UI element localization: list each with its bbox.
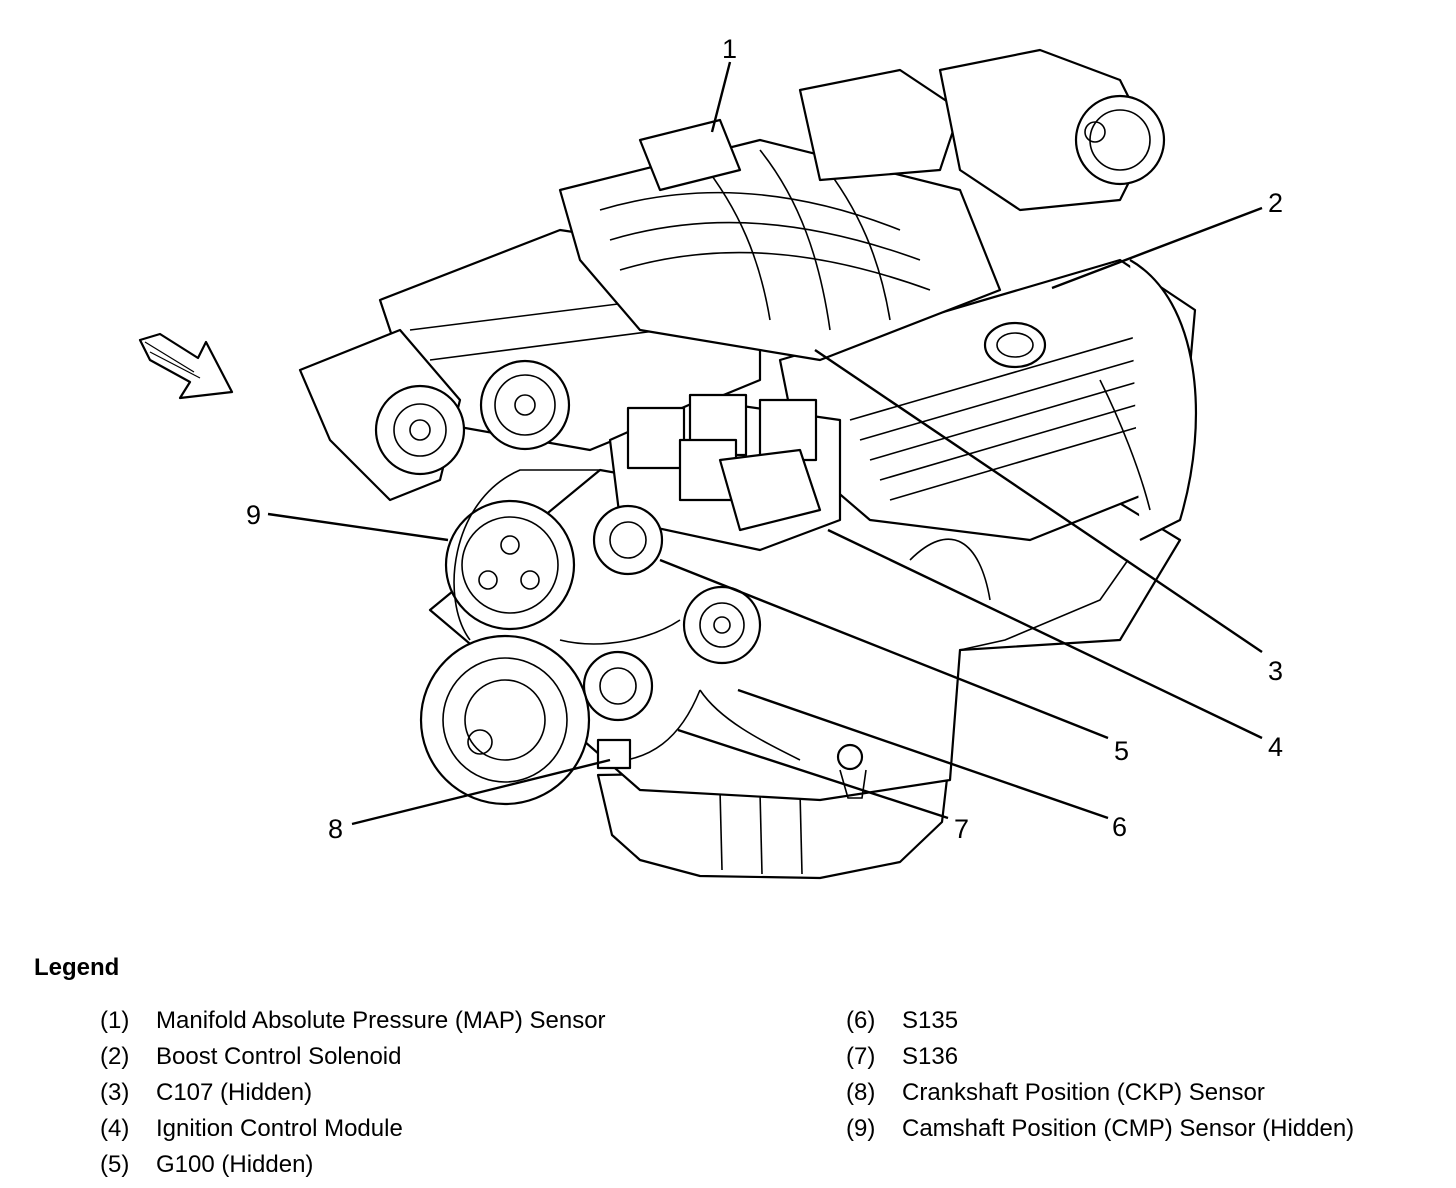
legend-key: (6) [846, 1007, 876, 1034]
callout-2: 2 [1268, 188, 1283, 218]
legend-item: (6) S135 [846, 1006, 1354, 1042]
callout-numbers: 1 2 3 4 5 6 7 8 9 [246, 34, 1283, 844]
leader-4 [827, 528, 1263, 740]
leader-2 [1051, 206, 1263, 290]
leader-1 [710, 61, 732, 133]
leader-9 [267, 512, 449, 542]
callout-8: 8 [328, 814, 343, 844]
legend-item: (9) Camshaft Position (CMP) Sensor (Hidd… [846, 1114, 1354, 1150]
legend-item: (8) Crankshaft Position (CKP) Sensor [846, 1078, 1354, 1114]
leader-6 [737, 688, 1109, 820]
legend-key: (4) [100, 1115, 130, 1142]
legend-text: Manifold Absolute Pressure (MAP) Sensor [156, 1007, 606, 1034]
legend-item: (2) Boost Control Solenoid [100, 1042, 606, 1078]
legend-key: (8) [846, 1079, 876, 1106]
legend-text: Camshaft Position (CMP) Sensor (Hidden) [902, 1115, 1355, 1142]
front-direction-arrow-icon [138, 332, 234, 400]
legend-item: (3) C107 (Hidden) [100, 1078, 606, 1114]
legend-column-left: (1) Manifold Absolute Pressure (MAP) Sen… [100, 1006, 606, 1186]
engine-illustration [298, 48, 1198, 880]
leader-5 [659, 558, 1109, 740]
legend-text: G100 (Hidden) [156, 1151, 314, 1178]
leader-3 [814, 349, 1263, 653]
legend-key: (9) [846, 1115, 876, 1142]
legend-text: Boost Control Solenoid [156, 1043, 402, 1070]
legend-text: S136 [902, 1043, 959, 1070]
legend-text: C107 (Hidden) [156, 1079, 313, 1106]
engine-diagram: 1 2 3 4 5 6 7 8 9 [138, 34, 1283, 880]
legend-text: Crankshaft Position (CKP) Sensor [902, 1079, 1265, 1106]
legend-item: (7) S136 [846, 1042, 1354, 1078]
callout-5: 5 [1114, 736, 1129, 766]
legend-key: (2) [100, 1043, 130, 1070]
legend-column-right: (6) S135 (7) S136 (8) Crankshaft Positio… [846, 1006, 1354, 1150]
legend-item: (5) G100 (Hidden) [100, 1150, 606, 1186]
legend-text: S135 [902, 1007, 959, 1034]
callout-9: 9 [246, 500, 261, 530]
legend-item: (1) Manifold Absolute Pressure (MAP) Sen… [100, 1006, 606, 1042]
callout-4: 4 [1268, 732, 1283, 762]
callout-6: 6 [1112, 812, 1127, 842]
leader-lines [267, 61, 1263, 826]
legend-key: (1) [100, 1007, 130, 1034]
legend-title: Legend [34, 954, 120, 981]
legend-key: (7) [846, 1043, 876, 1070]
leader-7 [677, 728, 949, 820]
callout-7: 7 [954, 814, 969, 844]
legend-key: (5) [100, 1151, 130, 1178]
leader-8 [351, 758, 611, 826]
legend-key: (3) [100, 1079, 130, 1106]
legend-item: (4) Ignition Control Module [100, 1114, 606, 1150]
callout-3: 3 [1268, 656, 1283, 686]
legend-text: Ignition Control Module [156, 1115, 403, 1142]
callout-1: 1 [722, 34, 737, 64]
